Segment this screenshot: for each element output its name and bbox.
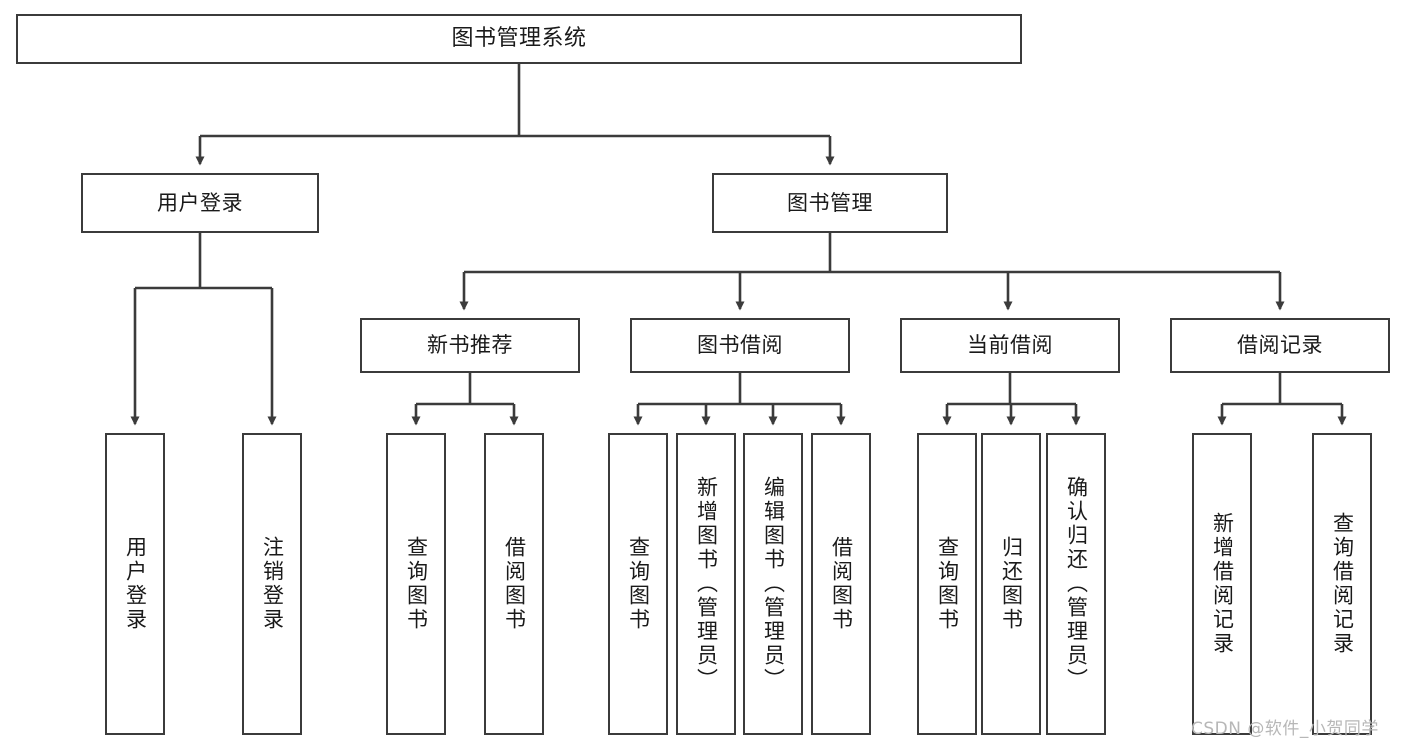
leaf-borrow-lend-book[interactable]: 借阅图书: [811, 433, 871, 735]
node-borrow-records-label: 借阅记录: [1237, 333, 1323, 358]
node-borrow-records[interactable]: 借阅记录: [1170, 318, 1390, 373]
leaf-current-return-book-label: 归还图书: [999, 536, 1024, 632]
leaf-records-add-record-label: 新增借阅记录: [1210, 512, 1235, 656]
leaf-borrow-query-book[interactable]: 查询图书: [608, 433, 668, 735]
leaf-borrow-add-book-admin[interactable]: 新增图书（管理员）: [676, 433, 736, 735]
leaf-current-confirm-return-admin-label: 确认归还（管理员）: [1064, 476, 1089, 692]
leaf-current-query-book[interactable]: 查询图书: [917, 433, 977, 735]
leaf-borrow-add-book-admin-label: 新增图书（管理员）: [694, 476, 719, 692]
leaf-borrow-edit-book-admin[interactable]: 编辑图书（管理员）: [743, 433, 803, 735]
node-current-borrow-label: 当前借阅: [967, 333, 1053, 358]
node-book-borrow-label: 图书借阅: [697, 333, 783, 358]
node-book-management-label: 图书管理: [787, 190, 873, 215]
leaf-records-add-record[interactable]: 新增借阅记录: [1192, 433, 1252, 735]
node-current-borrow[interactable]: 当前借阅: [900, 318, 1120, 373]
node-root-label: 图书管理系统: [451, 26, 587, 52]
node-book-borrow[interactable]: 图书借阅: [630, 318, 850, 373]
leaf-user-logout-label: 注销登录: [260, 536, 285, 632]
node-root[interactable]: 图书管理系统: [16, 14, 1022, 64]
leaf-newbook-borrow-book-label: 借阅图书: [502, 536, 527, 632]
leaf-borrow-edit-book-admin-label: 编辑图书（管理员）: [761, 476, 786, 692]
leaf-user-login[interactable]: 用户登录: [105, 433, 165, 735]
leaf-borrow-lend-book-label: 借阅图书: [829, 536, 854, 632]
leaf-newbook-query-book-label: 查询图书: [404, 536, 429, 632]
leaf-user-login-label: 用户登录: [123, 536, 148, 632]
leaf-records-query-record[interactable]: 查询借阅记录: [1312, 433, 1372, 735]
node-user-login-label: 用户登录: [157, 190, 243, 215]
leaf-borrow-query-book-label: 查询图书: [626, 536, 651, 632]
leaf-newbook-query-book[interactable]: 查询图书: [386, 433, 446, 735]
leaf-current-confirm-return-admin[interactable]: 确认归还（管理员）: [1046, 433, 1106, 735]
node-new-book-recommend[interactable]: 新书推荐: [360, 318, 580, 373]
leaf-current-return-book[interactable]: 归还图书: [981, 433, 1041, 735]
leaf-user-logout[interactable]: 注销登录: [242, 433, 302, 735]
node-book-management[interactable]: 图书管理: [712, 173, 948, 233]
leaf-newbook-borrow-book[interactable]: 借阅图书: [484, 433, 544, 735]
leaf-current-query-book-label: 查询图书: [935, 536, 960, 632]
leaf-records-query-record-label: 查询借阅记录: [1330, 512, 1355, 656]
node-new-book-recommend-label: 新书推荐: [427, 333, 513, 358]
node-user-login[interactable]: 用户登录: [81, 173, 319, 233]
csdn-watermark: CSDN @软件_小贺同学: [1191, 719, 1379, 739]
